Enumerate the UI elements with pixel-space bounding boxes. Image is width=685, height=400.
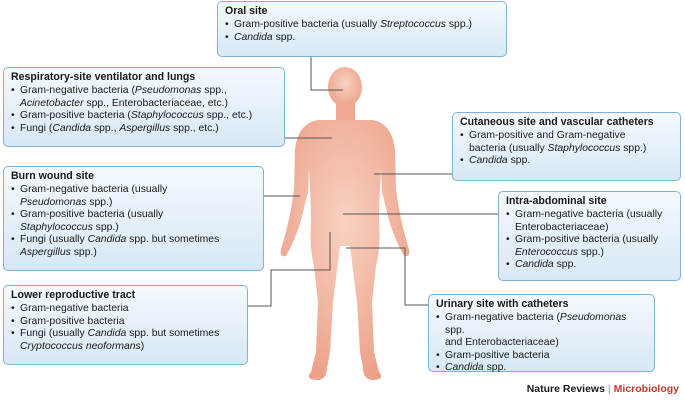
organism-item: Candida spp. [436,362,647,375]
leader-line-reproductive [248,232,331,307]
callout-burn-wound-site: Burn wound site Gram-negative bacteria (… [3,166,264,271]
leader-line-oral [310,57,343,91]
organism-item: Gram-positive bacteria (usuallyStaphyloc… [11,209,256,234]
organism-item: Gram-positive bacteria (usuallyEnterococ… [506,234,673,259]
journal-name: Nature Reviews [526,383,605,395]
organism-item: Candida spp. [506,259,673,272]
callout-title: Urinary site with catheters [436,298,569,310]
leader-line-urinary [346,247,428,306]
organism-list: Gram-negative bacteriaGram-positive bact… [11,303,240,353]
organism-item: Fungi (Candida spp., Aspergillus spp., e… [11,123,277,136]
organism-list: Gram-negative bacteria (usuallyPseudomon… [11,184,256,260]
callout-title: Cutaneous site and vascular catheters [460,116,654,128]
organism-list: Gram-positive and Gram-negativebacteria … [460,130,673,168]
callout-oral-site: Oral site Gram-positive bacteria (usuall… [217,1,507,57]
organism-item: Gram-negative bacteria (Pseudomonas spp.… [11,85,277,110]
callout-title: Burn wound site [11,170,94,182]
organism-list: Gram-negative bacteria (usuallyEnterobac… [506,209,673,272]
callout-intra-abdominal-site: Intra-abdominal site Gram-negative bacte… [498,191,681,281]
organism-item: Gram-negative bacteria [11,303,240,316]
journal-credit: Nature Reviews|Microbiology [527,383,679,395]
callout-title: Intra-abdominal site [506,195,607,207]
callout-title: Respiratory-site ventilator and lungs [11,71,196,83]
organism-item: Gram-negative bacteria (usuallyEnterobac… [506,209,673,234]
credit-separator: | [607,383,611,395]
organism-item: Gram-positive bacteria [11,316,240,329]
organism-list: Gram-negative bacteria (Pseudomonas spp.… [436,312,647,375]
callout-respiratory-site: Respiratory-site ventilator and lungs Gr… [3,67,285,147]
organism-item: Gram-negative bacteria (usuallyPseudomon… [11,184,256,209]
organism-item: Gram-positive and Gram-negativebacteria … [460,130,673,155]
organism-list: Gram-negative bacteria (Pseudomonas spp.… [11,85,277,135]
callout-title: Lower reproductive tract [11,289,136,301]
organism-item: Gram-negative bacteria (Pseudomonas spp.… [436,312,647,350]
body-silhouette [280,67,410,380]
organism-item: Candida spp. [225,32,499,45]
callout-title: Oral site [225,5,268,17]
organism-list: Gram-positive bacteria (usually Streptoc… [225,19,499,44]
organism-item: Gram-positive bacteria (usually Streptoc… [225,19,499,32]
journal-section: Microbiology [613,383,679,395]
callout-urinary-site: Urinary site with catheters Gram-negativ… [428,294,655,375]
organism-item: Gram-positive bacteria (Staphylococcus s… [11,110,277,123]
organism-item: Fungi (usually Candida spp. but sometime… [11,328,240,353]
organism-item: Fungi (usually Candida spp. but sometime… [11,234,256,259]
callout-lower-reproductive-tract: Lower reproductive tract Gram-negative b… [3,285,248,365]
organism-item: Gram-positive bacteria [436,350,647,363]
organism-item: Candida spp. [460,155,673,168]
leader-lines [248,57,498,307]
callout-cutaneous-site: Cutaneous site and vascular catheters Gr… [452,112,681,181]
